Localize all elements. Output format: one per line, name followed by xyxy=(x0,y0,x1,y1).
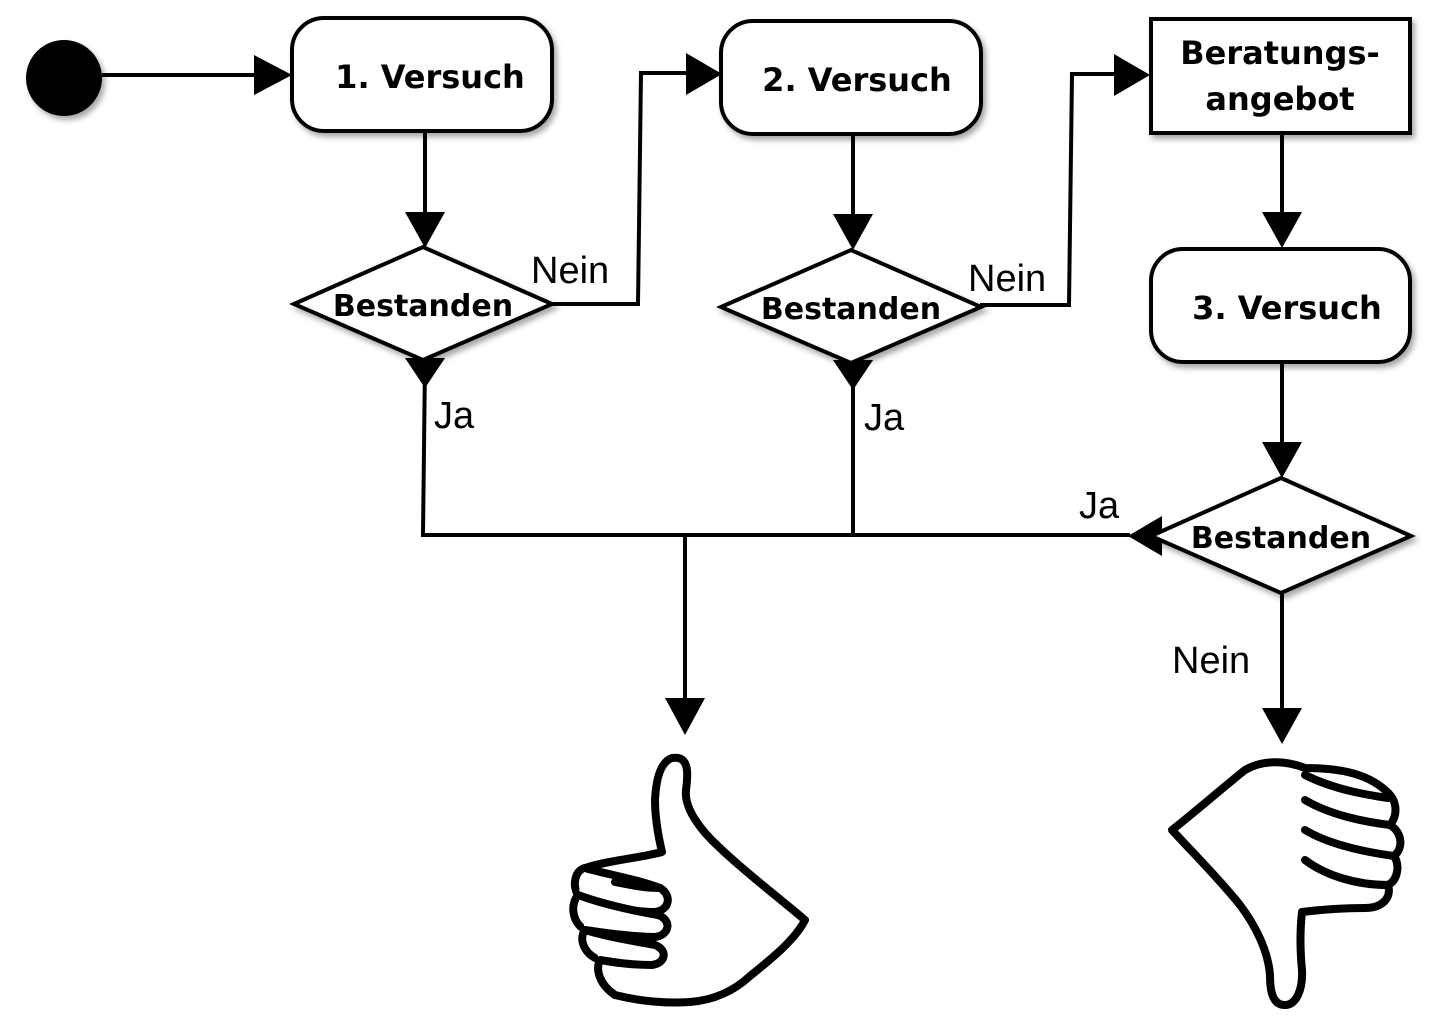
arrowhead xyxy=(1262,442,1302,478)
decision3-label: Bestanden xyxy=(1191,521,1371,556)
attempt2-node: 2. Versuch xyxy=(719,19,983,136)
decision1-node: Bestanden xyxy=(289,244,557,363)
arrowhead xyxy=(833,214,873,250)
connectors xyxy=(102,53,1302,744)
counseling-offer-node: Beratungs- angebot xyxy=(1149,17,1412,135)
edge-decision1-no xyxy=(552,71,690,306)
attempt1-label: 1. Versuch xyxy=(335,58,525,96)
start-node xyxy=(26,40,102,116)
edge-decision2-no xyxy=(980,72,1118,307)
edge-decision1-yes xyxy=(420,361,1130,537)
counseling-label-line2: angebot xyxy=(1205,80,1354,118)
arrowhead xyxy=(686,53,722,95)
arrowhead xyxy=(405,212,445,248)
arrowhead xyxy=(254,55,292,95)
arrowhead xyxy=(1262,212,1302,248)
decision3-yes-label: Ja xyxy=(1079,485,1120,527)
thumbs-up-icon xyxy=(569,753,809,1007)
arrowhead xyxy=(1114,54,1150,96)
decision1-label: Bestanden xyxy=(333,289,513,324)
decision2-yes-label: Ja xyxy=(864,397,905,439)
arrowhead xyxy=(665,698,705,735)
decision2-node: Bestanden xyxy=(715,247,987,366)
attempt3-label: 3. Versuch xyxy=(1192,289,1382,327)
attempt3-node: 3. Versuch xyxy=(1149,247,1412,364)
decision1-no-label: Nein xyxy=(531,250,609,292)
decision3-no-label: Nein xyxy=(1172,640,1250,682)
decision2-label: Bestanden xyxy=(761,292,941,327)
thumbs-down-icon xyxy=(1168,758,1405,1009)
arrowhead xyxy=(1262,708,1302,744)
decision3-node: Bestanden xyxy=(1146,475,1416,596)
arrowhead xyxy=(1128,516,1162,556)
decision2-no-label: Nein xyxy=(968,258,1046,300)
attempt1-node: 1. Versuch xyxy=(290,16,554,133)
arrowhead xyxy=(405,358,445,388)
arrowhead xyxy=(833,360,873,390)
counseling-label-line1: Beratungs- xyxy=(1180,34,1380,72)
attempt2-label: 2. Versuch xyxy=(762,61,952,99)
decision1-yes-label: Ja xyxy=(434,395,475,437)
